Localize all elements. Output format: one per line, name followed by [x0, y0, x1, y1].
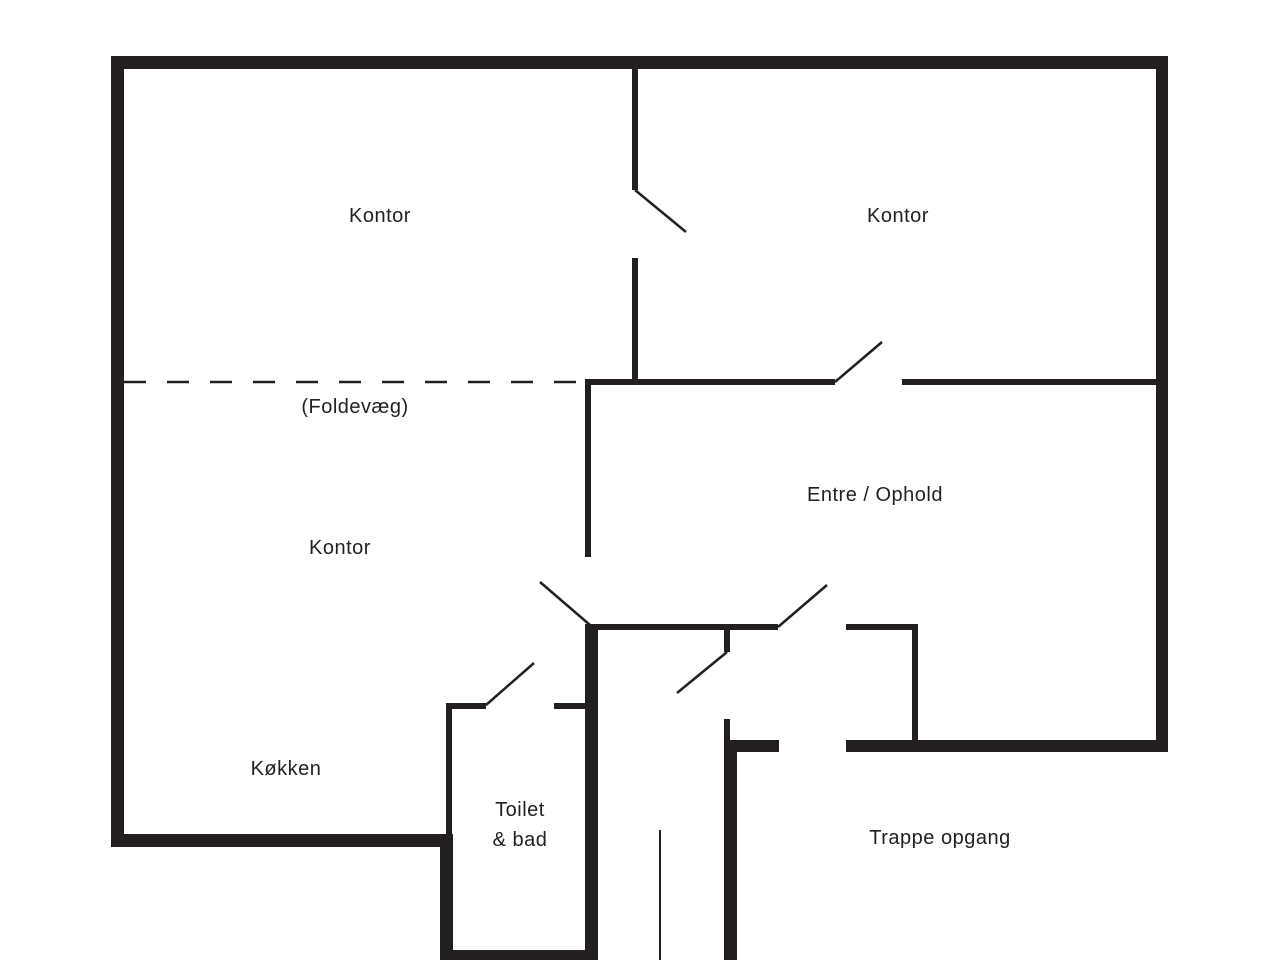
wall-entre-top-left	[585, 379, 835, 385]
toilet-wall-bottom	[446, 950, 592, 960]
corridor-stub	[724, 627, 730, 652]
toilet-wall-left-lower	[440, 834, 453, 960]
wall-entre-left	[585, 379, 591, 557]
outer-wall-top	[111, 56, 1168, 69]
office-divider-lower	[632, 258, 638, 384]
closet-wall-right	[912, 624, 918, 746]
folding-wall-label: (Foldevæg)	[301, 396, 409, 418]
door-swing-corridor	[676, 651, 728, 694]
room-label-kontor-top-left: Kontor	[349, 205, 411, 227]
room-label-toilet-line2: & bad	[492, 829, 548, 851]
room-label-kontor-top-right: Kontor	[867, 205, 929, 227]
outer-wall-left	[111, 56, 124, 846]
entre-wall-bottom	[846, 740, 1168, 752]
door-swing-entre-office	[834, 341, 883, 383]
corridor-wall-left	[585, 624, 598, 960]
toilet-wall-top-right	[554, 703, 588, 709]
kitchen-wall-bottom	[111, 834, 453, 847]
toilet-wall-top-left	[446, 703, 486, 709]
corridor-wall-top	[585, 624, 778, 630]
room-label-kokken: Køkken	[250, 758, 322, 780]
stair-wall-left	[724, 740, 737, 960]
room-label-trappe-opgang: Trappe opgang	[869, 827, 1011, 849]
door-swing-corridor-entre	[777, 584, 828, 628]
room-label-toilet-line1: Toilet	[495, 799, 545, 821]
stair-wall-top-left	[724, 740, 779, 752]
room-label-kontor-mid-left: Kontor	[309, 537, 371, 559]
door-swing-office-corridor	[539, 581, 591, 626]
toilet-wall-left	[446, 703, 452, 843]
outer-wall-right	[1156, 56, 1168, 752]
door-swing-offices	[634, 189, 687, 233]
office-divider-upper	[632, 66, 638, 190]
room-label-entre-ophold: Entre / Ophold	[807, 484, 943, 506]
door-swing-toilet	[485, 662, 535, 706]
wall-entre-top-right	[902, 379, 1158, 385]
stair-wall-stub	[724, 719, 730, 749]
closet-wall-top	[846, 624, 918, 630]
